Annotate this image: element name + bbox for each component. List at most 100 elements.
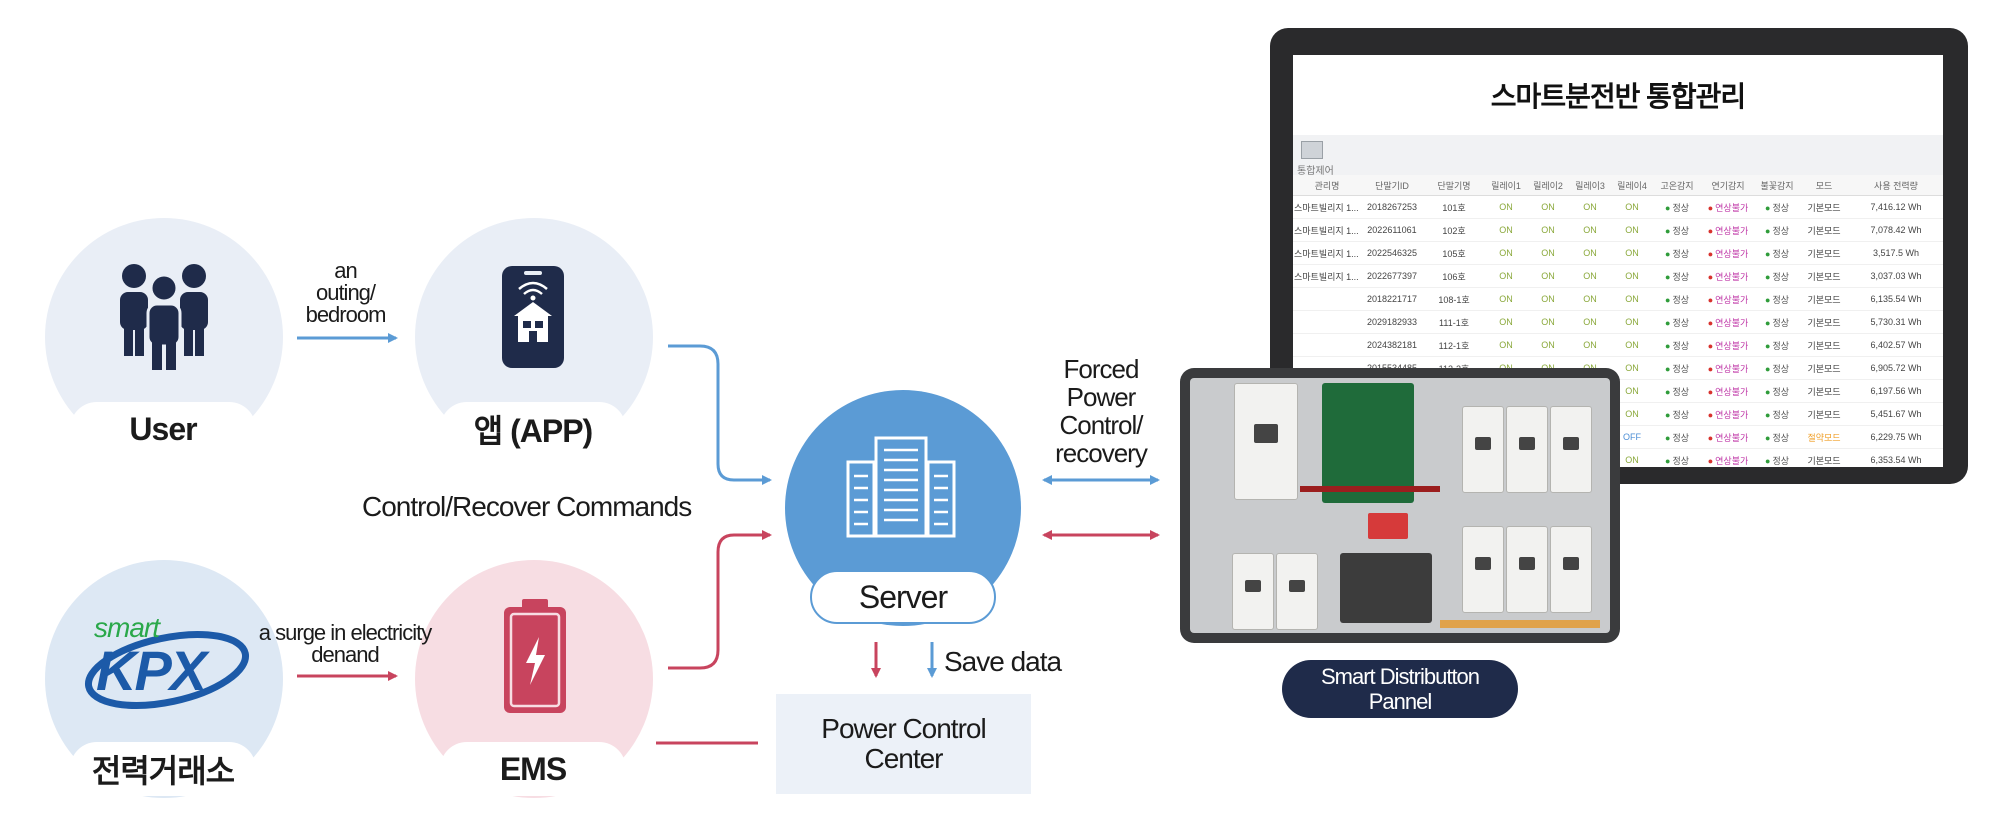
table-cell: 정상 xyxy=(1755,333,1799,357)
table-cell: 연상불가 xyxy=(1701,425,1755,449)
table-cell: 2029182933 xyxy=(1361,310,1423,334)
table-header-cell: 불꽃감지 xyxy=(1755,175,1799,196)
forced-line-3: Control/ xyxy=(1059,410,1143,440)
table-cell: 기본모드 xyxy=(1799,264,1849,288)
smart-panel-label: Smart Distributton Pannel xyxy=(1282,660,1518,718)
main-breaker xyxy=(1234,383,1298,500)
outing-line-3: bedroom xyxy=(305,302,387,327)
table-header-cell: 릴레이2 xyxy=(1527,175,1569,196)
server-building-icon xyxy=(846,436,956,538)
smart-panel-line-1: Smart Distributton xyxy=(1320,664,1480,689)
smart-panel-line-2: Pannel xyxy=(1368,689,1433,714)
table-cell: 기본모드 xyxy=(1799,379,1849,403)
table-header-cell: 릴레이3 xyxy=(1569,175,1611,196)
server-label: Server xyxy=(810,570,996,624)
table-cell: 3,517.5 Wh xyxy=(1849,241,1943,265)
table-row[interactable]: 2018221717108-1호ONONONON정상연상불가정상기본모드6,13… xyxy=(1293,287,1943,311)
kpx-label: 전력거래소 xyxy=(70,742,256,796)
battery-bolt-icon xyxy=(504,599,566,713)
integrated-control-icon[interactable] xyxy=(1301,141,1323,159)
table-cell: 스마트빌리지 1... xyxy=(1293,218,1361,242)
table-row[interactable]: 스마트빌리지 1...2022611061102호ONONONON정상연상불가정… xyxy=(1293,218,1943,242)
table-cell: OFF xyxy=(1611,425,1653,449)
app-to-server-arrow xyxy=(668,344,772,485)
table-cell: ON xyxy=(1569,264,1611,288)
table-cell: ON xyxy=(1569,195,1611,219)
table-cell: 2024382181 xyxy=(1361,333,1423,357)
table-header-cell: 사용 전력량 xyxy=(1849,175,1943,196)
table-cell: ON xyxy=(1527,218,1569,242)
table-cell: 6,197.56 Wh xyxy=(1849,379,1943,403)
table-cell: 기본모드 xyxy=(1799,310,1849,334)
people-group-icon xyxy=(120,264,208,370)
table-cell: ON xyxy=(1569,241,1611,265)
table-row[interactable]: 2029182933111-1호ONONONON정상연상불가정상기본모드5,73… xyxy=(1293,310,1943,334)
table-cell: ON xyxy=(1485,195,1527,219)
table-header-cell: 단말기명 xyxy=(1423,175,1485,196)
forced-line-1: Forced xyxy=(1063,354,1140,384)
table-header-cell: 모드 xyxy=(1799,175,1849,196)
table-row[interactable]: 스마트빌리지 1...2022677397106호ONONONON정상연상불가정… xyxy=(1293,264,1943,288)
kpx-logo: smart KPX xyxy=(82,612,252,712)
outing-line-2: outing/ xyxy=(315,280,376,305)
kpx-logo-main: KPX xyxy=(96,639,207,702)
table-cell: 정상 xyxy=(1653,287,1701,311)
table-cell: ON xyxy=(1611,402,1653,426)
table-cell: 기본모드 xyxy=(1799,241,1849,265)
table-cell: 정상 xyxy=(1755,287,1799,311)
table-cell: ON xyxy=(1611,287,1653,311)
bus-bar xyxy=(1300,486,1440,492)
table-cell: 연상불가 xyxy=(1701,195,1755,219)
table-cell: 기본모드 xyxy=(1799,218,1849,242)
screen-toolbar: 통합제어 xyxy=(1293,135,1943,177)
table-cell: ON xyxy=(1527,241,1569,265)
table-cell: 정상 xyxy=(1755,241,1799,265)
table-cell: 정상 xyxy=(1653,425,1701,449)
table-header-cell: 릴레이4 xyxy=(1611,175,1653,196)
table-cell: 스마트빌리지 1... xyxy=(1293,195,1361,219)
table-cell: 기본모드 xyxy=(1799,333,1849,357)
toolbar-label: 통합제어 xyxy=(1297,166,1334,177)
table-cell: 연상불가 xyxy=(1701,264,1755,288)
table-row[interactable]: 2024382181112-1호ONONONON정상연상불가정상기본모드6,40… xyxy=(1293,333,1943,357)
sub-breaker-3 xyxy=(1550,406,1592,493)
table-cell: 정상 xyxy=(1755,264,1799,288)
table-header-cell: 고온감지 xyxy=(1653,175,1701,196)
table-cell: ON xyxy=(1527,264,1569,288)
table-cell: ON xyxy=(1485,264,1527,288)
table-cell: 7,416.12 Wh xyxy=(1849,195,1943,219)
table-cell xyxy=(1293,287,1361,311)
sub-breaker-1 xyxy=(1462,406,1504,493)
table-cell: 기본모드 xyxy=(1799,287,1849,311)
table-cell: ON xyxy=(1569,287,1611,311)
surge-line-2: denand xyxy=(311,642,379,667)
commands-label: Control/Recover Commands xyxy=(362,491,692,522)
table-cell: ON xyxy=(1527,195,1569,219)
table-cell: 정상 xyxy=(1653,264,1701,288)
table-cell: 정상 xyxy=(1653,241,1701,265)
dimmer-module xyxy=(1340,553,1432,623)
table-row[interactable]: 스마트빌리지 1...2022546325105호ONONONON정상연상불가정… xyxy=(1293,241,1943,265)
table-cell: 2022611061 xyxy=(1361,218,1423,242)
table-cell: 6,135.54 Wh xyxy=(1849,287,1943,311)
table-row[interactable]: 스마트빌리지 1...2018267253101호ONONONON정상연상불가정… xyxy=(1293,195,1943,219)
surge-line-1: a surge in electricity xyxy=(258,620,432,645)
surge-label: a surge in electricity denand xyxy=(245,622,445,666)
table-cell: 기본모드 xyxy=(1799,356,1849,380)
table-cell: 정상 xyxy=(1755,356,1799,380)
table-header-cell: 단말기ID xyxy=(1361,175,1423,196)
table-cell: 정상 xyxy=(1755,402,1799,426)
save-data-label: Save data xyxy=(944,646,1062,677)
table-cell: 108-1호 xyxy=(1423,287,1485,311)
distribution-panel-photo xyxy=(1180,368,1620,643)
table-cell: 6,402.57 Wh xyxy=(1849,333,1943,357)
sub-breaker-5 xyxy=(1506,526,1548,613)
pcc-line-2: Center xyxy=(864,743,943,774)
table-cell: ON xyxy=(1569,310,1611,334)
table-cell: 정상 xyxy=(1653,310,1701,334)
app-label: 앱 (APP) xyxy=(440,402,626,456)
table-cell: ON xyxy=(1527,310,1569,334)
table-cell: 스마트빌리지 1... xyxy=(1293,241,1361,265)
